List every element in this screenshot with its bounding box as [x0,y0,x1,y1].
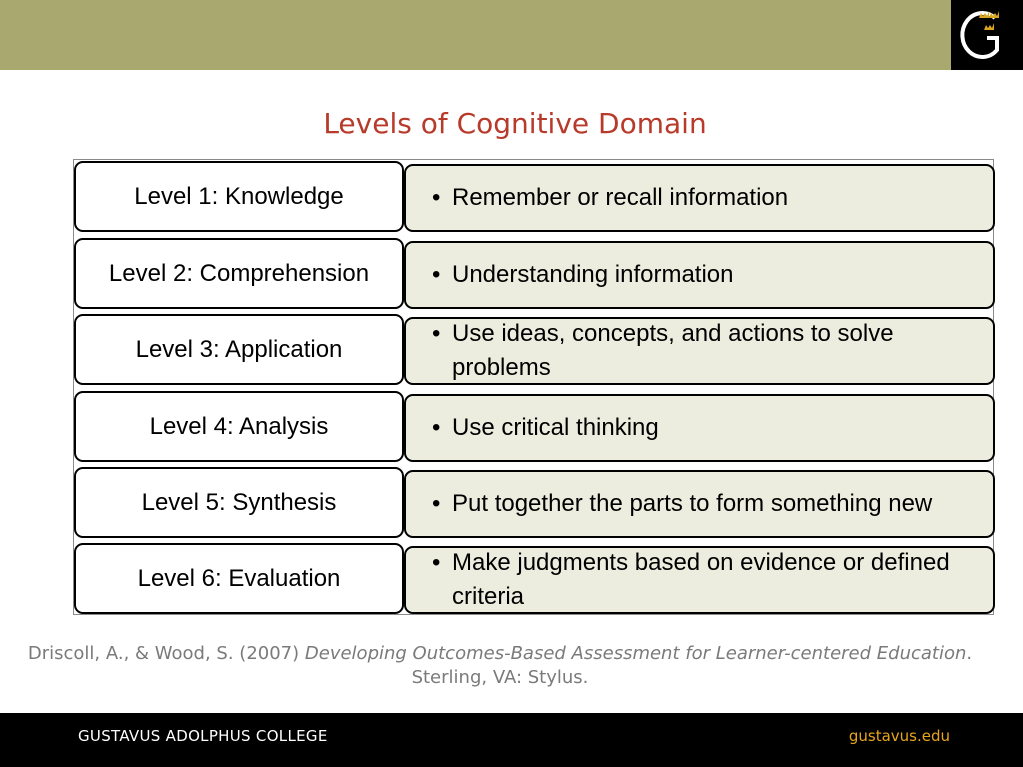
institution-name: GUSTAVUS ADOLPHUS COLLEGE [78,727,328,745]
level-row: Level 4: Analysis • Use critical thinkin… [74,391,995,462]
diagram-frame [73,159,994,615]
level-row: Level 6: Evaluation • Make judgments bas… [74,543,995,614]
college-logo [951,0,1023,70]
level-description: Make judgments based on evidence or defi… [452,549,950,610]
level-description-box: • Use ideas, concepts, and actions to so… [404,317,995,385]
level-label-box: Level 3: Application [74,314,404,385]
level-row: Level 2: Comprehension • Understanding i… [74,238,995,309]
level-description-box: • Use critical thinking [404,394,995,462]
level-label: Level 4: Analysis [149,412,329,440]
level-row: Level 5: Synthesis • Put together the pa… [74,467,995,538]
bullet-icon: • [432,549,441,576]
level-label-box: Level 5: Synthesis [74,467,404,538]
level-description-box: • Put together the parts to form somethi… [404,470,995,538]
footer-bar: GUSTAVUS ADOLPHUS COLLEGE gustavus.edu [0,713,1023,767]
level-description: Use ideas, concepts, and actions to solv… [452,320,894,381]
citation: Driscoll, A., & Wood, S. (2007) Developi… [0,642,1000,690]
bullet-icon: • [432,320,441,347]
level-label: Level 1: Knowledge [134,182,344,210]
level-label-box: Level 6: Evaluation [74,543,404,614]
slide-title: Levels of Cognitive Domain [323,107,707,140]
level-row: Level 1: Knowledge • Remember or recall … [74,161,995,232]
gustavus-logo-icon [960,11,999,60]
website-link[interactable]: gustavus.edu [848,727,950,745]
citation-authors: Driscoll, A., & Wood, S. (2007) [27,643,300,664]
level-label-box: Level 1: Knowledge [74,161,404,232]
header-bar [0,0,951,70]
level-label-box: Level 4: Analysis [74,391,404,462]
citation-publisher: . Sterling, VA: Stylus. [411,643,973,688]
citation-book-title: Developing Outcomes-Based Assessment for… [304,643,967,664]
level-label: Level 5: Synthesis [141,488,337,516]
level-description: Remember or recall information [452,184,789,211]
level-description: Put together the parts to form something… [452,490,933,517]
level-description-box: • Understanding information [404,241,995,309]
level-row: Level 3: Application • Use ideas, concep… [74,314,995,385]
bullet-icon: • [432,490,441,517]
bullet-icon: • [432,414,441,441]
level-description-box: • Make judgments based on evidence or de… [404,546,995,614]
level-label-box: Level 2: Comprehension [74,238,404,309]
level-description: Understanding information [452,261,734,288]
level-description: Use critical thinking [452,414,659,441]
level-description-box: • Remember or recall information [404,164,995,232]
level-label: Level 3: Application [135,335,343,363]
level-label: Level 6: Evaluation [137,564,341,592]
level-label: Level 2: Comprehension [108,259,370,287]
bullet-icon: • [432,261,441,288]
bullet-icon: • [432,184,441,211]
